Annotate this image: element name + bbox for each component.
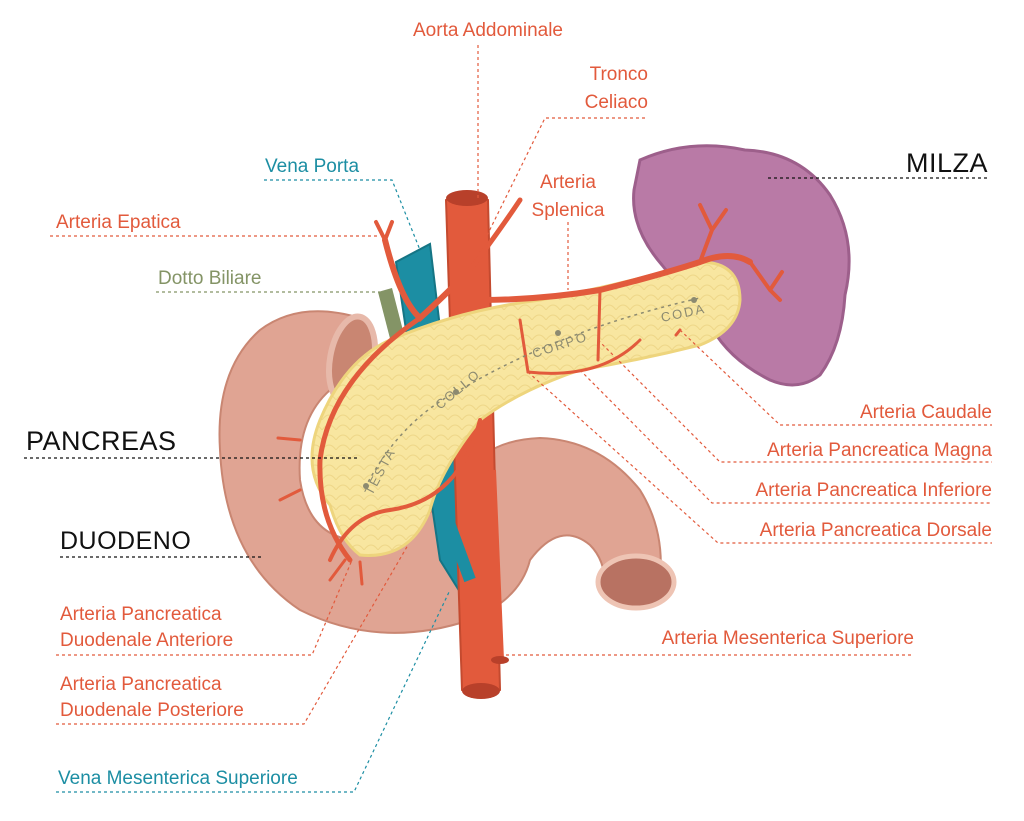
label-apd-anteriore-line1: Arteria Pancreatica <box>60 604 222 625</box>
aorta-opening-bottom <box>462 683 500 699</box>
leader-inferiore <box>579 369 992 504</box>
leader-apd-anteriore <box>56 559 353 656</box>
artery-network <box>276 197 784 586</box>
mesenteric-artery-opening <box>491 656 509 664</box>
aorta-opening <box>446 190 488 206</box>
leader-tronco <box>469 117 645 271</box>
label-apd-anteriore-line2: Duodenale Anteriore <box>60 630 234 651</box>
label-tronco-celiaco-line1: Tronco <box>589 64 648 85</box>
mesenteric-vein-shape <box>442 517 476 583</box>
label-arteria-pancreatica-dorsale: Arteria Pancreatica Dorsale <box>759 520 992 541</box>
label-aorta-addominale: Aorta Addominale <box>413 20 563 41</box>
label-pancreas: PANCREAS <box>26 426 177 456</box>
label-arteria-caudale: Arteria Caudale <box>859 402 992 423</box>
label-apd-posteriore-line1: Arteria Pancreatica <box>60 674 222 695</box>
label-arteria-splenica-line1: Arteria <box>540 172 596 193</box>
label-milza: MILZA <box>905 148 988 178</box>
mesenteric-artery-shape <box>488 469 504 661</box>
duodenum-opening-bottom <box>595 553 677 611</box>
label-arteria-pancreatica-magna: Arteria Pancreatica Magna <box>767 440 992 461</box>
leader-vena-porta <box>264 179 421 251</box>
label-arteria-epatica: Arteria Epatica <box>56 212 181 233</box>
label-tronco-celiaco-line2: Celiaco <box>584 92 648 113</box>
label-vena-porta: Vena Porta <box>265 156 360 177</box>
label-arteria-mesenterica-superiore: Arteria Mesenterica Superiore <box>661 628 914 649</box>
label-vena-mesenterica-superiore: Vena Mesenterica Superiore <box>58 768 298 789</box>
label-duodeno: DUODENO <box>60 527 192 555</box>
label-arteria-pancreatica-inferiore: Arteria Pancreatica Inferiore <box>755 480 992 501</box>
leader-dorsale <box>527 371 992 544</box>
label-arteria-splenica-line2: Splenica <box>531 200 605 221</box>
label-dotto-biliare: Dotto Biliare <box>158 268 262 289</box>
label-apd-posteriore-line2: Duodenale Posteriore <box>60 700 244 721</box>
leader-apd-posteriore <box>56 544 409 725</box>
